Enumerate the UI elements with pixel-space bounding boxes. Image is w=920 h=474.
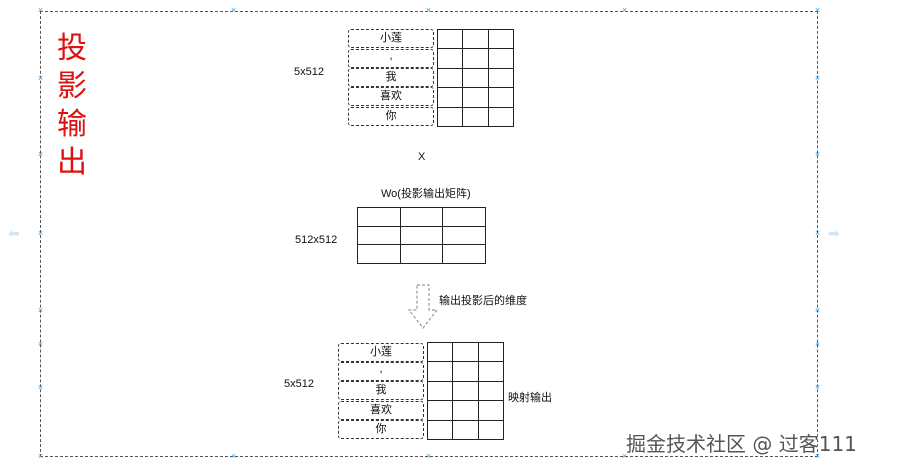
token-box: 我 <box>348 68 434 87</box>
section-title: 投 影 输 出 <box>52 30 92 182</box>
weight-caption: Wo(投影输出矩阵) <box>381 188 471 200</box>
token-box: 喜欢 <box>348 87 434 106</box>
selection-handle-icon[interactable]: × <box>814 5 821 15</box>
weight-dim-label: 512x512 <box>295 234 338 246</box>
diagram-frame <box>40 11 818 457</box>
selection-handle-icon[interactable]: × <box>37 339 44 349</box>
token-box: 小莲 <box>338 343 424 362</box>
arrow-label: 输出投影后的维度 <box>439 295 527 307</box>
selection-handle-icon[interactable]: × <box>621 451 628 461</box>
watermark-text: 掘金技术社区 @ 过客111 <box>626 432 857 456</box>
token-box: 我 <box>338 381 424 400</box>
selection-handle-icon[interactable]: × <box>37 5 44 15</box>
selection-handle-icon[interactable]: × <box>425 451 432 461</box>
selection-handle-icon[interactable]: × <box>37 382 44 392</box>
selection-handle-icon[interactable]: × <box>230 451 237 461</box>
token-box: 你 <box>348 107 434 126</box>
multiply-sign: X <box>418 151 426 163</box>
output-label: 映射输出 <box>508 392 552 404</box>
token-box: , <box>338 362 424 381</box>
resize-left-arrow-icon[interactable]: ⬅ <box>8 225 20 241</box>
selection-handle-icon[interactable]: × <box>814 339 821 349</box>
selection-handle-icon[interactable]: × <box>814 149 821 159</box>
resize-right-arrow-icon[interactable]: ➡ <box>828 225 840 241</box>
selection-handle-icon[interactable]: × <box>814 451 821 461</box>
token-box: 小莲 <box>348 29 434 48</box>
selection-handle-icon[interactable]: × <box>621 5 628 15</box>
title-char: 投 <box>57 31 87 66</box>
token-box: 你 <box>338 420 424 439</box>
selection-handle-icon[interactable]: × <box>37 149 44 159</box>
selection-handle-icon[interactable]: × <box>37 73 44 83</box>
selection-handle-icon[interactable]: × <box>37 228 44 238</box>
selection-handle-icon[interactable]: × <box>814 382 821 392</box>
output-matrix <box>426 341 505 441</box>
title-char: 输 <box>57 107 87 142</box>
title-char: 出 <box>57 145 87 180</box>
token-box: 喜欢 <box>338 401 424 420</box>
input-dim-label: 5x512 <box>294 66 324 78</box>
selection-handle-icon[interactable]: × <box>814 73 821 83</box>
selection-handle-icon[interactable]: × <box>230 5 237 15</box>
weight-matrix <box>357 207 486 264</box>
selection-handle-icon[interactable]: × <box>814 228 821 238</box>
selection-handle-icon[interactable]: × <box>814 305 821 315</box>
title-char: 影 <box>57 69 87 104</box>
token-box: , <box>348 49 434 68</box>
input-matrix <box>436 28 515 128</box>
output-dim-label: 5x512 <box>284 378 314 390</box>
selection-handle-icon[interactable]: × <box>37 305 44 315</box>
down-arrow-icon <box>407 284 439 329</box>
selection-handle-icon[interactable]: × <box>425 5 432 15</box>
selection-handle-icon[interactable]: × <box>37 451 44 461</box>
